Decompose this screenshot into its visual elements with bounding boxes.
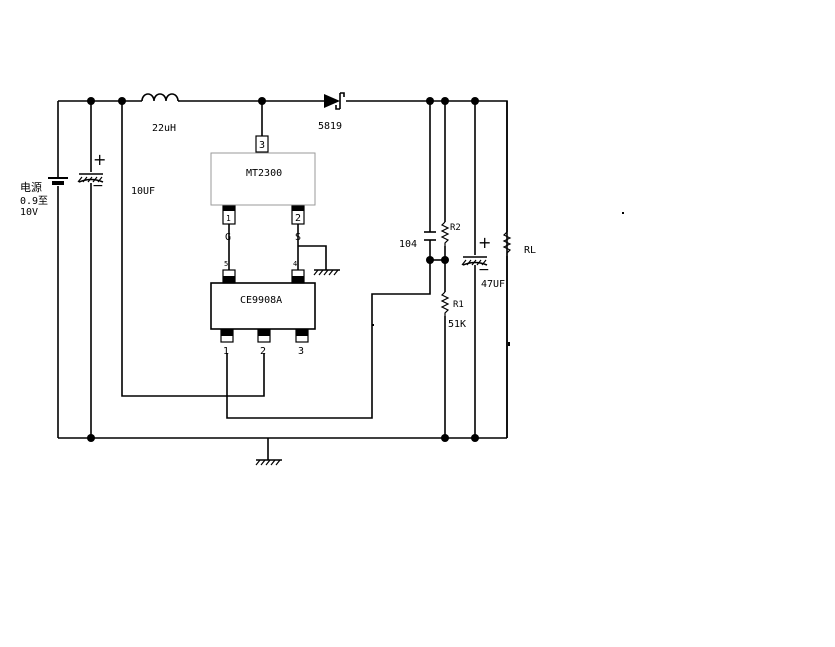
mosfet-symbol — [210, 135, 316, 225]
inductor-label: 22uH — [152, 123, 176, 134]
ic-pin2-number: 2 — [260, 346, 266, 357]
output-cap-label: 47UF — [481, 279, 505, 290]
source-label-line2: 0.9至 — [20, 195, 48, 207]
input-cap-plus: + — [93, 150, 106, 169]
ic-label: CE9908A — [240, 295, 282, 306]
r1-label: R1 — [453, 300, 464, 310]
diode-label: 5819 — [318, 121, 342, 132]
feedforward-capacitor-symbol — [424, 231, 436, 241]
load-resistor-symbol — [502, 231, 512, 256]
inductor-symbol — [141, 93, 180, 102]
ic-pin1-number: 1 — [223, 346, 229, 357]
ic-pin5-number: 5 — [224, 260, 228, 268]
r2-label: R2 — [450, 223, 461, 233]
ic-pin3-number: 3 — [298, 346, 304, 357]
mosfet-gate-label: G — [225, 232, 231, 243]
mosfet-source-pin-number: 2 — [295, 213, 301, 224]
mosfet-label: MT2300 — [246, 168, 282, 179]
battery-symbol — [48, 177, 68, 185]
ground-icon — [255, 459, 282, 466]
diode-symbol — [324, 92, 345, 110]
stray-marks — [372, 212, 624, 346]
output-cap-plus: + — [478, 233, 491, 252]
input-cap-label: 10UF — [131, 186, 155, 197]
mosfet-drain-pin-number: 3 — [259, 140, 265, 151]
source-label-line1: 电源 — [20, 180, 42, 194]
ground-icon-source — [313, 269, 340, 276]
input-cap-minus: − — [92, 178, 104, 194]
ic-symbol — [210, 269, 316, 343]
ic-pin4-number: 4 — [293, 260, 297, 268]
source-label-line3: 10V — [20, 207, 38, 218]
r1-value-label: 51K — [448, 319, 466, 330]
feedforward-cap-label: 104 — [399, 239, 417, 250]
output-capacitor-symbol — [461, 256, 488, 266]
wires — [57, 100, 508, 460]
r1-resistor-symbol — [440, 291, 450, 316]
output-cap-minus: − — [478, 262, 490, 278]
load-label: RL — [524, 245, 536, 256]
junction-dots — [87, 97, 479, 442]
mosfet-source-label: S — [295, 232, 301, 243]
mosfet-gate-pin-number: 1 — [226, 214, 231, 223]
r2-resistor-symbol — [440, 221, 450, 246]
input-capacitor-symbol — [77, 173, 104, 183]
